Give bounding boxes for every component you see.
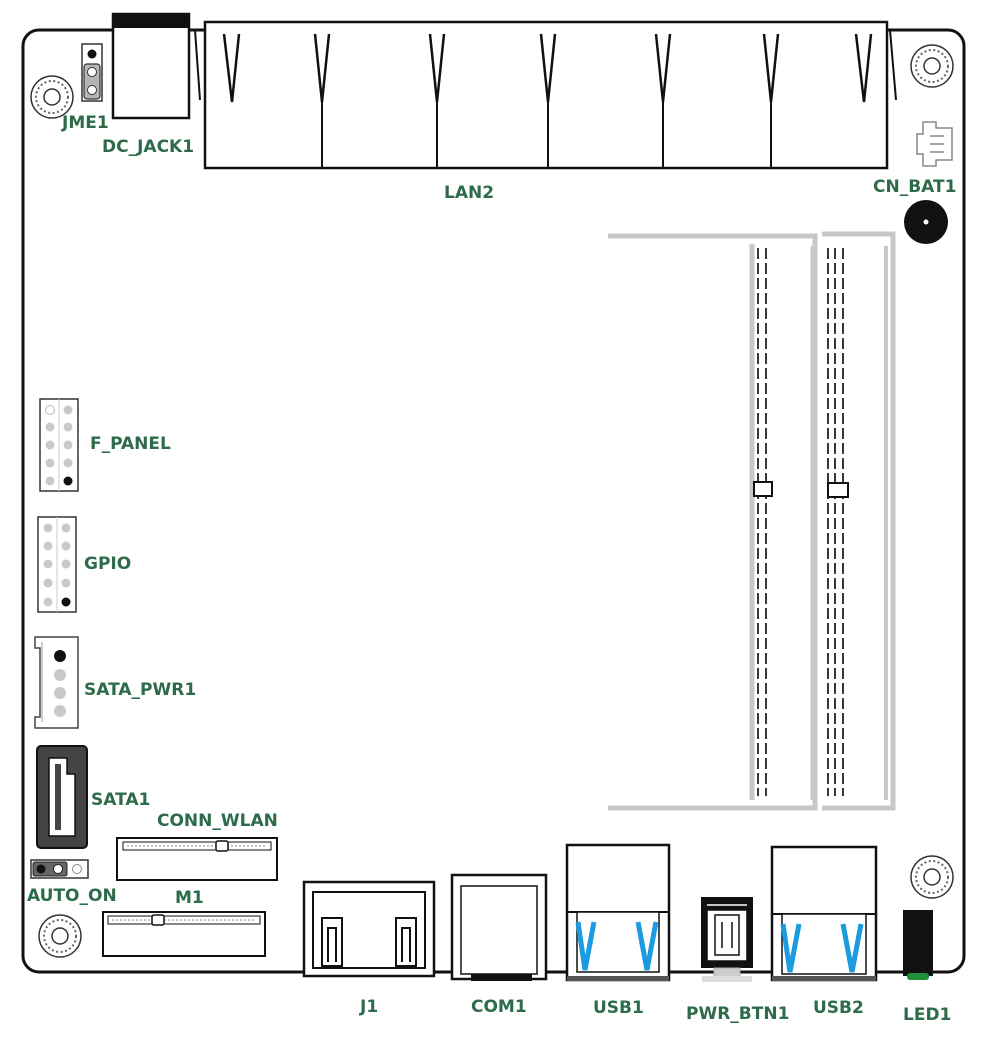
auto-on-label: AUTO_ON [27,886,117,906]
j1-label: J1 [359,997,378,1017]
f-panel-header [39,398,79,492]
led1-label: LED1 [903,1005,951,1025]
m1-label: M1 [175,888,204,908]
buzzer-icon [904,200,948,244]
sata-data-connector [36,745,88,849]
usb1-label: USB1 [593,998,644,1018]
sata-pwr1-label: SATA_PWR1 [84,680,196,700]
cn-bat1-label: CN_BAT1 [873,177,956,197]
usb-port-icon [575,921,659,971]
mounting-hole-icon [38,914,82,958]
j1-connector [302,880,436,978]
pwr-btn1-label: PWR_BTN1 [686,1004,789,1024]
sata1-label: SATA1 [91,790,150,810]
com1-port [450,873,548,981]
dc-jack [111,12,191,120]
jme1-label: JME1 [61,113,109,133]
mounting-hole-icon [30,75,74,119]
sodimm-slot-2 [810,231,896,811]
usb2-port [770,845,878,982]
lan2-label: LAN2 [444,183,494,203]
sata-power-connector [34,636,79,729]
led-icon [903,910,933,980]
wlan-slot [116,837,278,881]
com1-label: COM1 [471,997,527,1017]
ethernet-port-icon [222,33,873,103]
mounting-hole-icon [910,44,954,88]
auto-on-jumper [30,859,89,879]
jme1-jumper [81,43,103,102]
m2-slot [102,911,266,957]
power-button-icon [701,897,753,982]
usb2-label: USB2 [813,998,864,1018]
gpio-label: GPIO [84,554,131,574]
conn-wlan-label: CONN_WLAN [157,811,278,831]
mounting-hole-icon [910,855,954,899]
battery-connector [916,121,953,167]
lan-ports [194,20,897,170]
usb1-port [565,843,671,982]
dc-jack1-label: DC_JACK1 [102,137,194,157]
gpio-header [37,516,77,613]
f-panel-label: F_PANEL [90,434,171,454]
usb-port-icon [780,923,864,973]
